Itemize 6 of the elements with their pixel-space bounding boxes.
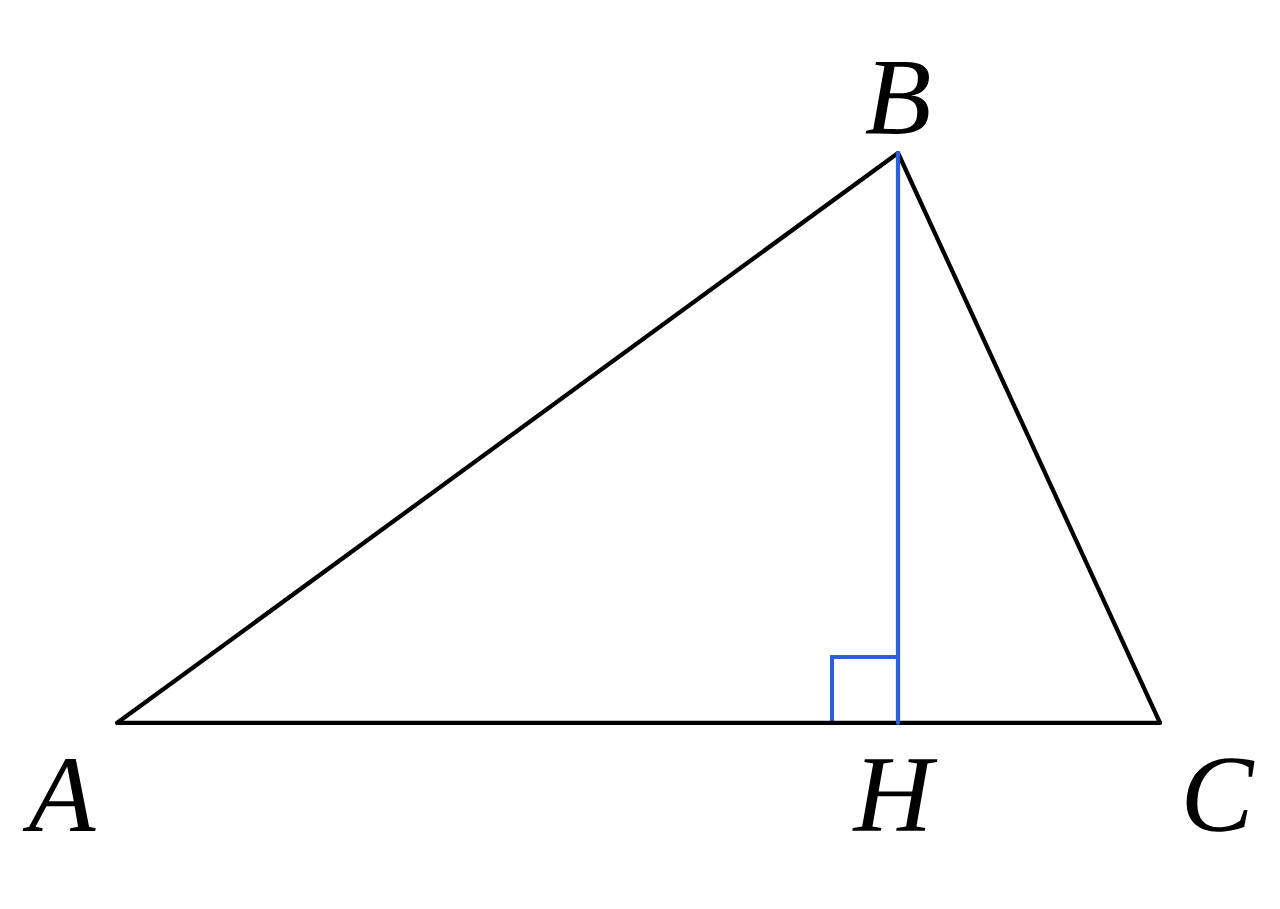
vertex-label: H [852, 759, 938, 831]
vertex-label: C [1186, 758, 1255, 832]
line-segment [115, 720, 1162, 726]
vertex-label: B [865, 62, 929, 134]
line-segment [895, 151, 901, 725]
vertex-label: A [22, 758, 96, 832]
